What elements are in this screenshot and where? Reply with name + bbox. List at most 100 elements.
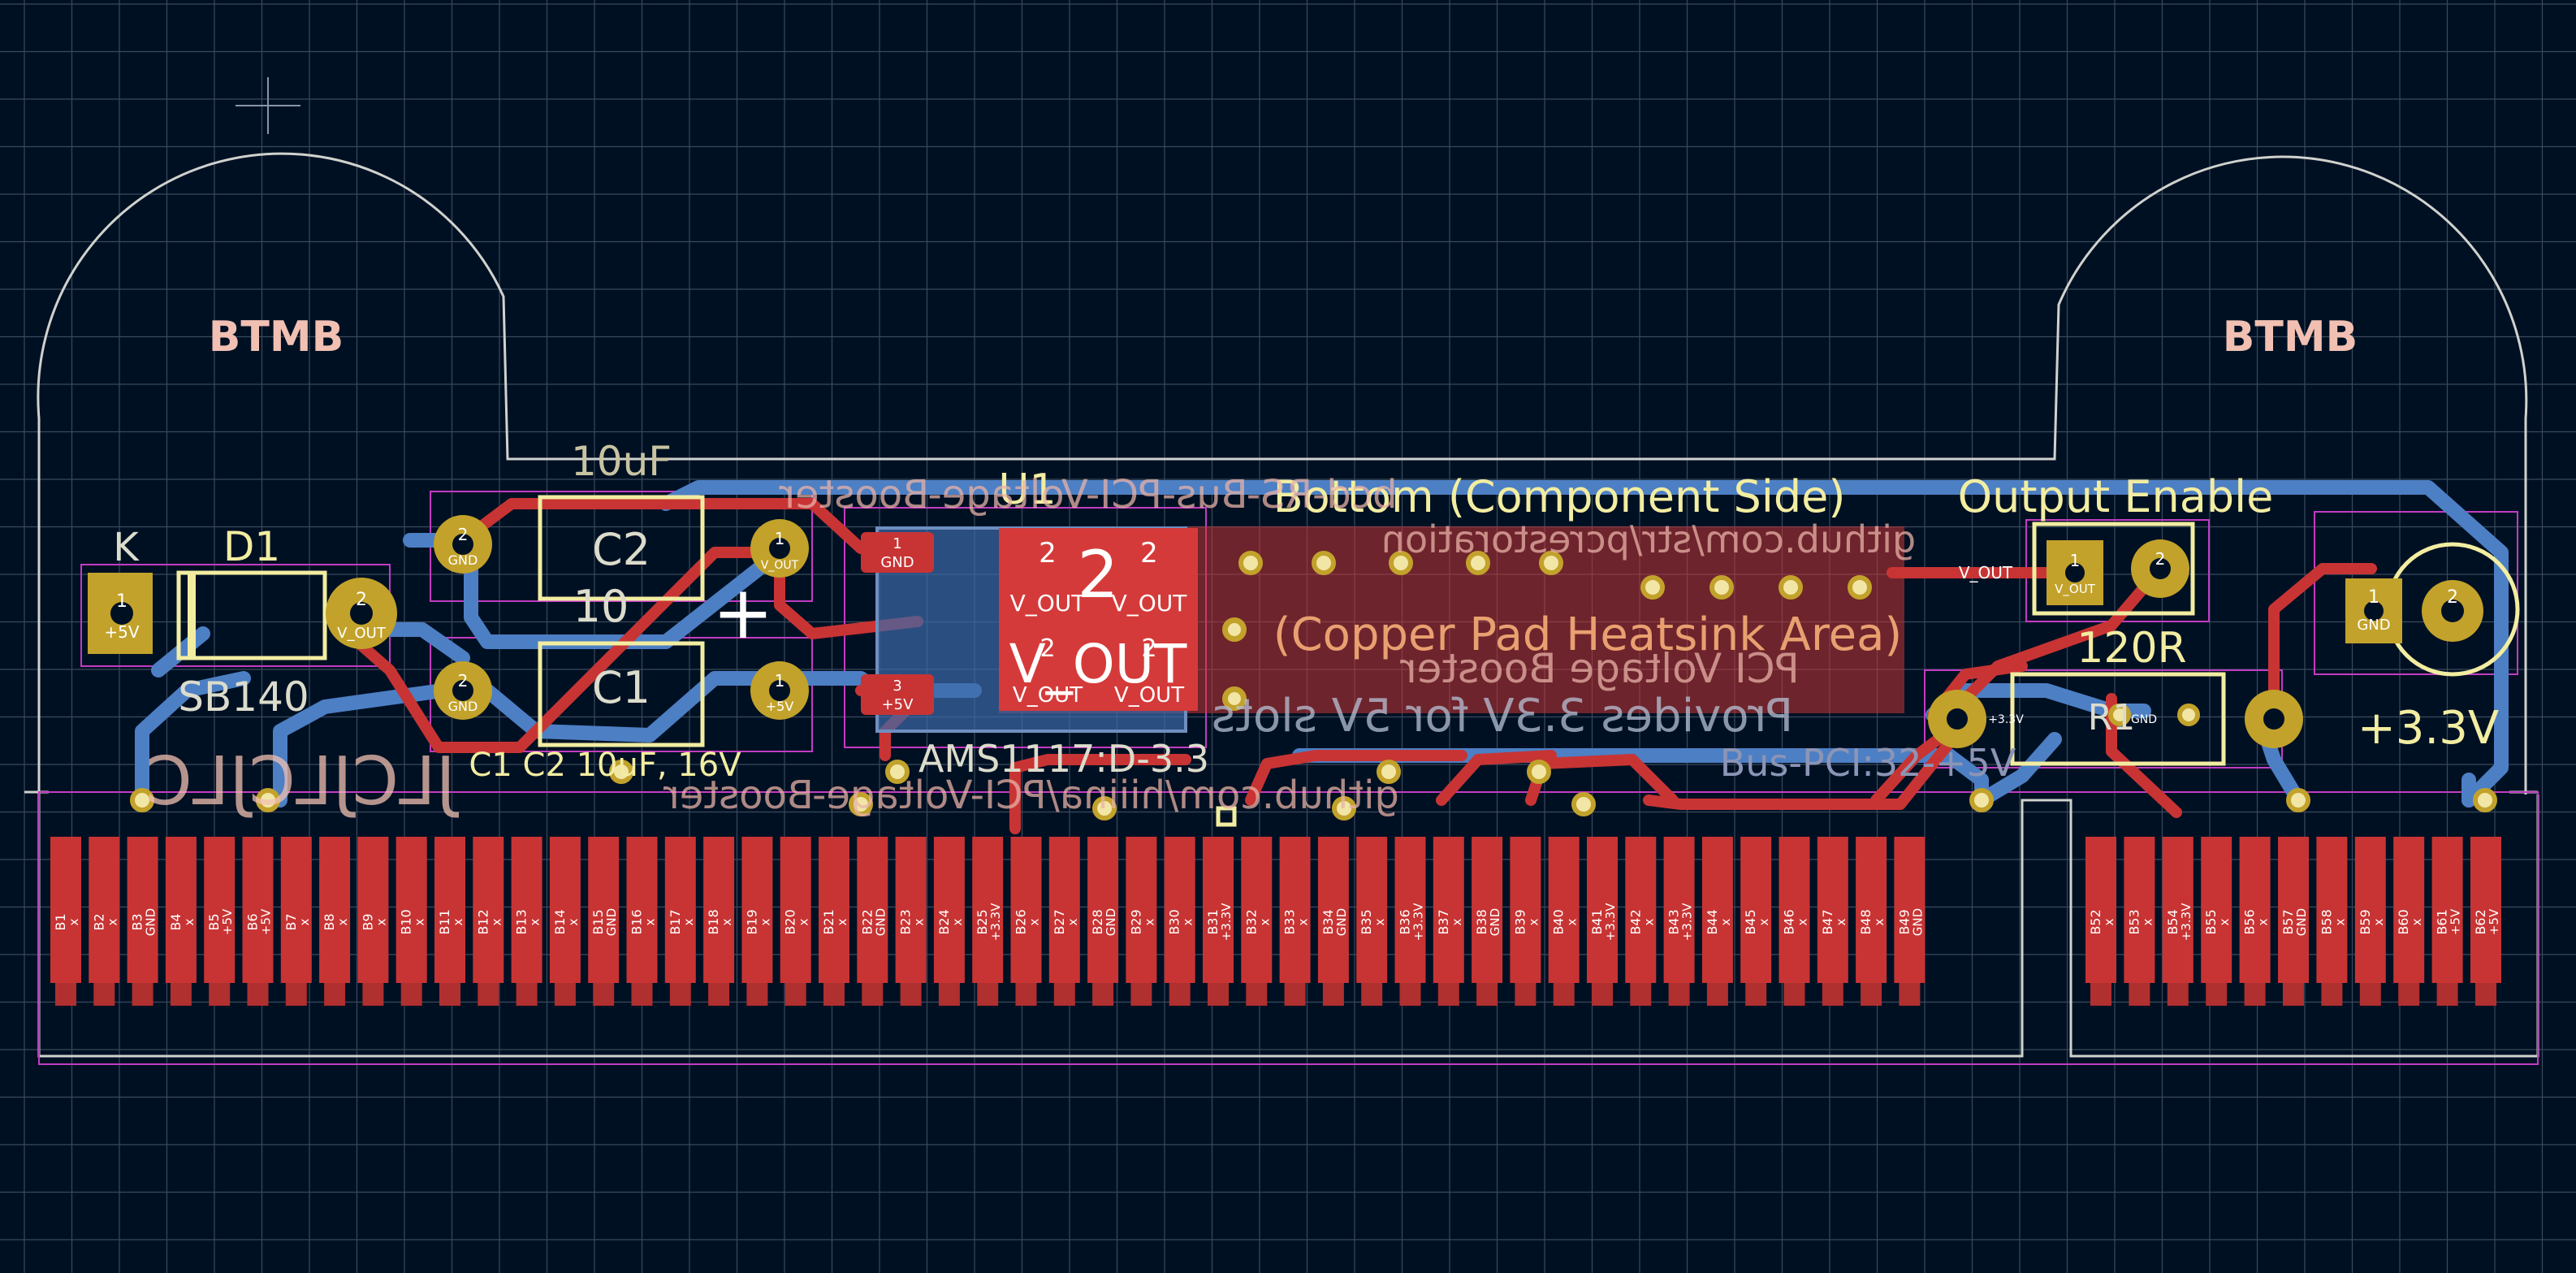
edge-finger-b62[interactable]: B62+5V: [2470, 837, 2501, 1006]
u1-pad-3[interactable]: 3 +5V: [861, 674, 934, 715]
edge-finger-label: B56: [2242, 909, 2258, 934]
edge-finger-net: x: [2102, 918, 2116, 925]
edge-finger-b9[interactable]: B9x: [357, 837, 389, 1006]
edge-finger-b2[interactable]: B2x: [89, 837, 120, 1006]
edge-finger-label: B39: [1512, 909, 1528, 934]
oe-pad-2[interactable]: 2: [2131, 539, 2189, 598]
r1-ref: R1: [2088, 697, 2136, 738]
mount-mark-left: BTMB: [209, 313, 344, 362]
c1-pad-2[interactable]: 1 +5V: [750, 661, 809, 720]
edge-finger-b43[interactable]: B43+3.3V: [1663, 837, 1695, 1006]
edge-finger-b25[interactable]: B25+3.3V: [972, 837, 1004, 1006]
edge-finger-b5[interactable]: B5+5V: [204, 837, 236, 1006]
edge-finger-b4[interactable]: B4x: [165, 837, 197, 1006]
edge-finger-b61[interactable]: B61+5V: [2431, 837, 2463, 1006]
oe-pad-1[interactable]: 1 V_OUT: [2047, 540, 2103, 605]
svg-text:2: 2: [1141, 634, 1156, 663]
r1-pad-1[interactable]: +3.3V: [1928, 690, 2024, 748]
edge-finger-net: x: [1526, 918, 1541, 925]
edge-finger-b31[interactable]: B31+3.3V: [1203, 837, 1234, 1006]
svg-text:GND: GND: [2357, 617, 2390, 634]
led-pad-1[interactable]: 1 GND: [2345, 578, 2402, 643]
led-pad-2[interactable]: 2: [2422, 580, 2483, 642]
d1-pad-1[interactable]: 1 +5V: [88, 573, 153, 654]
edge-finger-net: x: [374, 918, 388, 925]
edge-finger-net: x: [1142, 918, 1156, 925]
edge-finger-net: +5V: [259, 908, 274, 935]
edge-finger-b6[interactable]: B6+5V: [242, 837, 274, 1006]
edge-finger-net: GND: [144, 908, 158, 936]
c2-pad-2[interactable]: 1 V_OUT: [750, 519, 809, 578]
edge-finger-net: x: [1372, 918, 1387, 925]
edge-finger-label: B32: [1243, 909, 1259, 934]
u1-tab-pad[interactable]: 2 2 V_OUT V_OUT 2 V_OUT 2 2 V_OUT V_OUT: [999, 528, 1198, 711]
d1-pad-2[interactable]: 2 V_OUT: [326, 578, 397, 649]
edge-finger-label: B44: [1705, 909, 1720, 934]
edge-finger-label: B20: [783, 909, 798, 934]
c2-pad-1[interactable]: 2 GND: [434, 515, 492, 574]
edge-finger-label: B43: [1666, 909, 1682, 934]
edge-finger-net: +3.3V: [1603, 903, 1618, 941]
edge-finger-b36[interactable]: B36+3.3V: [1394, 837, 1426, 1006]
edge-finger-b1[interactable]: B1x: [50, 837, 81, 1006]
c1-pad-1[interactable]: 2 GND: [434, 661, 492, 720]
d1-value: SB140: [178, 673, 309, 721]
r1-pad-2[interactable]: GND: [2131, 690, 2303, 748]
edge-finger-b54[interactable]: B54+3.3V: [2162, 837, 2193, 1006]
edge-finger-label: B46: [1782, 909, 1797, 934]
edge-finger-b41[interactable]: B41+3.3V: [1587, 837, 1618, 1006]
u1-pad-1[interactable]: 1 GND: [861, 532, 934, 573]
edge-finger-net: +3.3V: [1411, 903, 1426, 941]
edge-finger-b8[interactable]: B8x: [319, 837, 351, 1006]
edge-finger-b7[interactable]: B7x: [280, 837, 312, 1006]
svg-text:GND: GND: [448, 699, 478, 714]
edge-finger-net: x: [1834, 918, 1848, 925]
edge-finger-net: x: [758, 918, 772, 925]
